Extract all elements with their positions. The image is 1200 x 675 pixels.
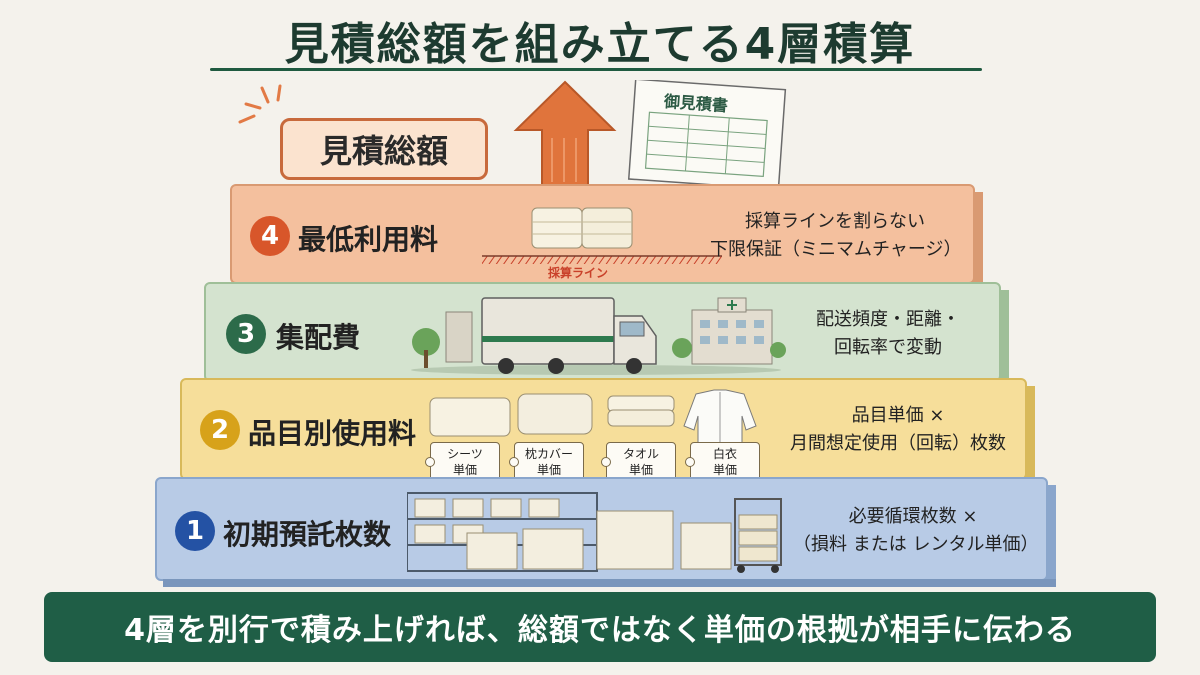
page-title: 見積総額を組み立てる4層積算	[284, 19, 916, 70]
item-tag-pillowcase-name: 枕カバー	[524, 447, 573, 461]
item-tag-lab-coat-name: 白衣	[712, 447, 737, 461]
estimate-document: 御見積書	[612, 78, 792, 191]
folded-sheets-on-line-icon	[482, 207, 722, 264]
tier-1-description: 必要循環枚数 × （損料 または レンタル単価）	[793, 503, 1039, 559]
tier-3-number-badge: 3	[226, 314, 266, 354]
total-estimate-badge: 見積総額	[280, 118, 488, 180]
tier-3-delivery-fee: 3 集配費 配送頻度・距離・ 回転率で変動	[204, 282, 1009, 388]
item-tag-lab-coat: 白衣 単価	[685, 442, 760, 482]
tier-2-description: 品目単価 × 月間想定使用（回転）枚数	[778, 402, 1018, 458]
item-tag-sheets: シーツ 単価	[425, 442, 500, 482]
tier-4-name: 最低利用料	[298, 223, 439, 256]
item-tag-towel: タオル 単価	[601, 442, 676, 482]
linen-warehouse-stock-icon	[407, 492, 782, 573]
item-tag-pillowcase-unit: 単価	[536, 463, 561, 477]
tier-2-item-usage-fee: 2 品目別使用料 シーツ 単価 枕カバー 単価 タオル 単価 白衣 単価 品目単…	[180, 378, 1035, 486]
tier-2-name: 品目別使用料	[248, 417, 417, 450]
tier-4-description-line-2: 下限保証（ミニマムチャージ）	[710, 239, 962, 260]
conclusion-banner: 4層を別行で積み上げれば、総額ではなく単価の根拠が相手に伝わる	[44, 592, 1156, 662]
tier-1-description-line-1: 必要循環枚数 ×	[848, 506, 978, 527]
title-underline	[210, 68, 982, 71]
document-title: 御見積書	[663, 91, 729, 116]
item-tag-sheets-unit: 単価	[452, 463, 477, 477]
tier-3-description: 配送頻度・距離・ 回転率で変動	[798, 306, 978, 362]
tier-4-description-line-1: 採算ラインを割らない	[745, 211, 925, 232]
tier-4-number-badge: 4	[250, 216, 290, 256]
estimate-document-icon	[627, 78, 787, 191]
tier-2-description-line-2: 月間想定使用（回転）枚数	[790, 433, 1006, 454]
item-tag-lab-coat-unit: 単価	[712, 463, 737, 477]
item-tag-towel-unit: 単価	[628, 463, 653, 477]
tier-1-name: 初期預託枚数	[223, 518, 392, 551]
tier-1-description-line-2: （損料 または レンタル単価）	[793, 534, 1039, 555]
tier-3-description-line-1: 配送頻度・距離・	[816, 309, 960, 330]
tier-3-description-line-2: 回転率で変動	[834, 337, 942, 358]
emphasis-spark-icon	[238, 84, 282, 124]
tier-3-name: 集配費	[276, 321, 361, 354]
tier-4-description: 採算ラインを割らない 下限保証（ミニマムチャージ）	[710, 208, 962, 264]
tier-2-number-badge: 2	[200, 410, 240, 450]
linen-items-icon	[429, 389, 757, 445]
tier-1-number-badge: 1	[175, 511, 215, 551]
delivery-truck-icon	[411, 297, 786, 375]
tier-4-minimum-fee: 4 最低利用料 採算ライン 採算ラインを割らない 下限保証（ミニマムチャージ）	[230, 184, 983, 290]
item-tag-towel-name: タオル	[622, 447, 659, 461]
tier-1-initial-deposit: 1 初期預託枚数 必要循環枚数 × （損料 または レンタル単価）	[155, 477, 1056, 587]
up-arrow-icon	[513, 80, 617, 187]
tier-2-description-line-1: 品目単価 ×	[851, 405, 945, 426]
item-tag-sheets-name: シーツ	[447, 447, 483, 461]
profit-line-label: 採算ライン	[548, 266, 609, 280]
item-tag-pillowcase: 枕カバー 単価	[509, 442, 584, 482]
